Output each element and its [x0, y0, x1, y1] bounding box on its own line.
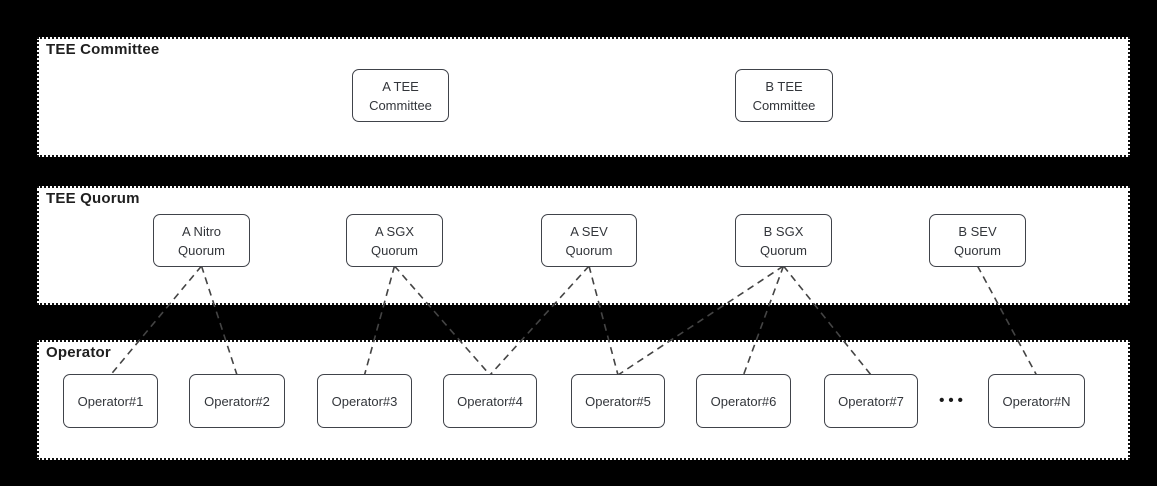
node-operator-6: Operator#6: [696, 374, 791, 428]
node-operator-n: Operator#N: [988, 374, 1085, 428]
operator-ellipsis: •••: [939, 392, 967, 409]
node-label: Operator#3: [331, 393, 398, 409]
node-label: B SEV Quorum: [954, 223, 1001, 258]
node-operator-3: Operator#3: [317, 374, 412, 428]
node-label: Operator#6: [710, 393, 777, 409]
node-operator-1: Operator#1: [63, 374, 158, 428]
node-a-sev-quorum: A SEV Quorum: [541, 214, 637, 267]
node-label: Operator#5: [585, 393, 651, 409]
node-label: Operator#7: [838, 393, 904, 409]
node-operator-4: Operator#4: [443, 374, 537, 428]
node-label: Operator#2: [204, 393, 270, 409]
node-a-nitro-quorum: A Nitro Quorum: [153, 214, 250, 267]
node-operator-7: Operator#7: [824, 374, 918, 428]
node-a-sgx-quorum: A SGX Quorum: [346, 214, 443, 267]
band-tee-committee: TEE Committee: [37, 37, 1130, 157]
node-operator-5: Operator#5: [571, 374, 665, 428]
node-label: B SGX Quorum: [760, 223, 807, 258]
node-label: Operator#N: [1002, 393, 1071, 409]
node-b-sev-quorum: B SEV Quorum: [929, 214, 1026, 267]
node-label: B TEE Committee: [752, 78, 816, 113]
node-label: Operator#4: [457, 393, 523, 409]
band-title-tee-quorum: TEE Quorum: [46, 190, 140, 207]
node-label: A TEE Committee: [369, 78, 432, 113]
node-label: A SGX Quorum: [371, 223, 418, 258]
node-a-tee-committee: A TEE Committee: [352, 69, 449, 122]
band-title-tee-committee: TEE Committee: [46, 41, 160, 58]
node-b-sgx-quorum: B SGX Quorum: [735, 214, 832, 267]
node-operator-2: Operator#2: [189, 374, 285, 428]
node-label: Operator#1: [77, 393, 144, 409]
node-b-tee-committee: B TEE Committee: [735, 69, 833, 122]
band-title-operator: Operator: [46, 344, 111, 361]
node-label: A Nitro Quorum: [178, 223, 225, 258]
node-label: A SEV Quorum: [565, 223, 613, 258]
